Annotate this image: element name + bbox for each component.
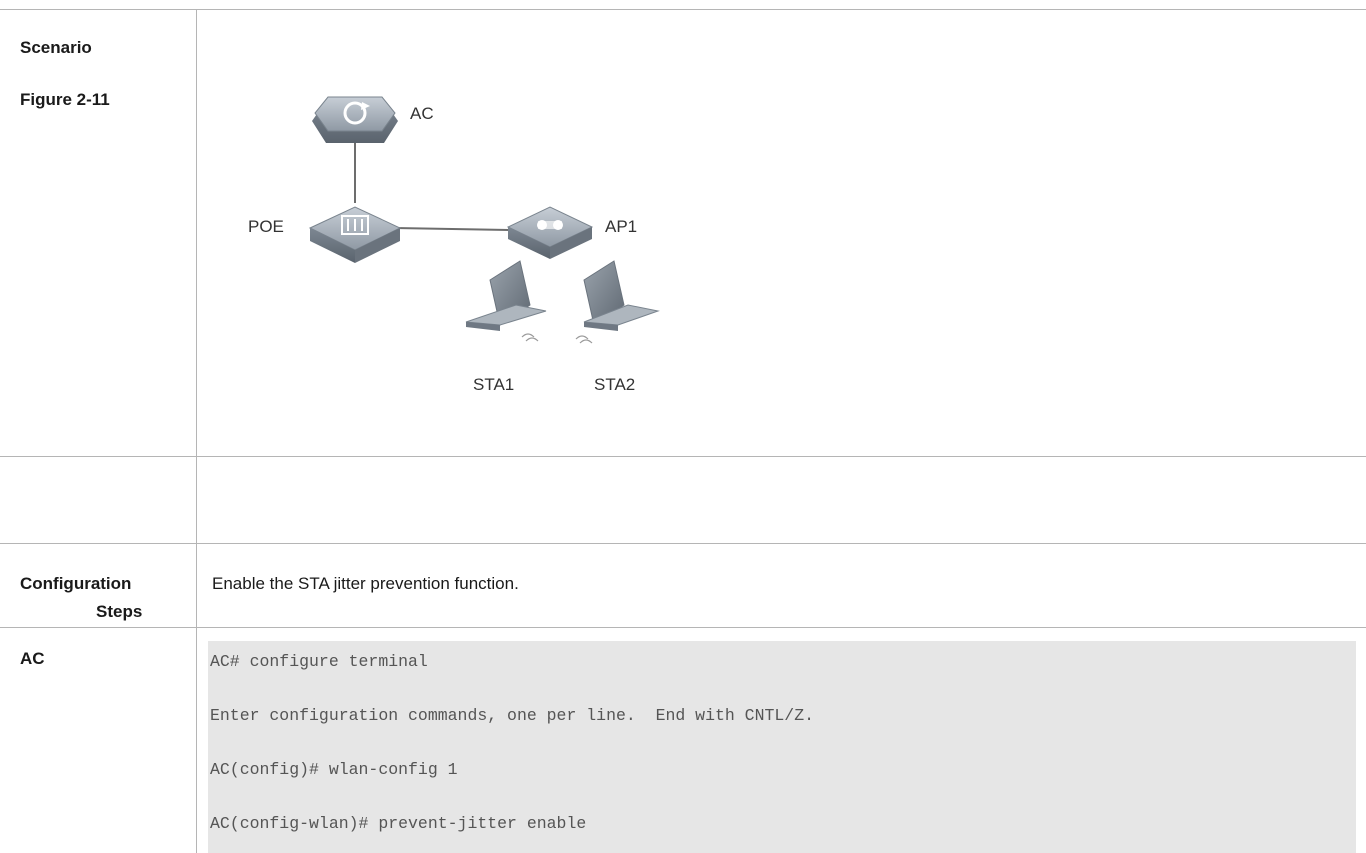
figure-label: Figure 2-11: [20, 90, 110, 109]
ac-node-label: AC: [410, 104, 434, 123]
row-divider: [0, 627, 1366, 628]
network-diagram: AC POE AP1 STA1 STA2: [248, 96, 660, 394]
ap1-node-label: AP1: [605, 217, 637, 236]
poe-node-label: POE: [248, 217, 284, 236]
row-divider: [0, 456, 1366, 457]
config-steps-text: Enable the STA jitter prevention functio…: [212, 574, 519, 593]
sta2-node-label: STA2: [594, 375, 635, 394]
ac-row-label: AC: [20, 649, 45, 668]
config-steps-label-line2: Steps: [96, 602, 143, 621]
code-block: [208, 641, 1356, 853]
poe-switch-icon: [308, 206, 402, 263]
ap1-device-icon: [506, 206, 594, 259]
sta1-laptop-icon: [465, 260, 547, 342]
sta2-laptop-icon: [575, 260, 660, 344]
row-divider: [0, 543, 1366, 544]
scenario-label: Scenario: [20, 38, 92, 57]
link-poe-ap1: [394, 227, 513, 231]
code-line: AC(config-wlan)# prevent-jitter enable: [210, 814, 587, 833]
code-line: AC(config)# wlan-config 1: [210, 760, 458, 779]
ac-device-icon: [312, 96, 398, 143]
code-line: AC# configure terminal: [210, 652, 428, 671]
table-column-divider: [196, 9, 197, 853]
config-steps-label-line1: Configuration: [20, 574, 132, 593]
code-line: Enter configuration commands, one per li…: [210, 706, 814, 725]
sta1-node-label: STA1: [473, 375, 514, 394]
table-top-border: [0, 9, 1366, 10]
